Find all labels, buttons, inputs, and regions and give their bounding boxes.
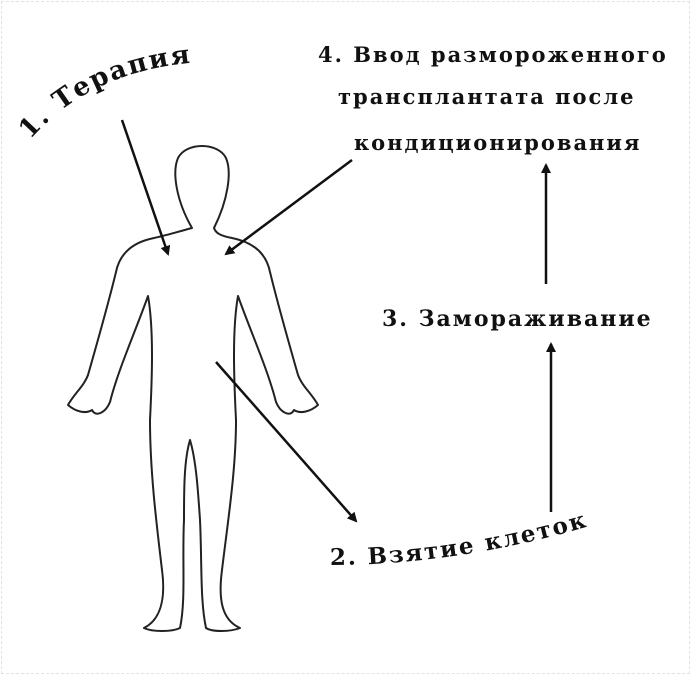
step4-label-line3: кондиционирования <box>354 130 642 155</box>
arrow-infusion-to-body <box>226 160 352 254</box>
step1-label-text: 1. Терапия <box>13 40 193 145</box>
step3-label: 3. Замораживание <box>382 306 653 332</box>
step4-label-line2: трансплантата после <box>338 84 636 109</box>
step2-label-text: 2. Взятие клеток <box>330 506 591 571</box>
step1-label: 1. Терапия <box>13 40 193 145</box>
human-body-icon <box>68 146 318 631</box>
step2-label: 2. Взятие клеток <box>330 506 591 571</box>
arrow-therapy-to-body <box>122 120 168 254</box>
step4-label-line1: 4. Ввод размороженного <box>318 42 668 67</box>
arrow-body-to-collection <box>216 362 356 521</box>
